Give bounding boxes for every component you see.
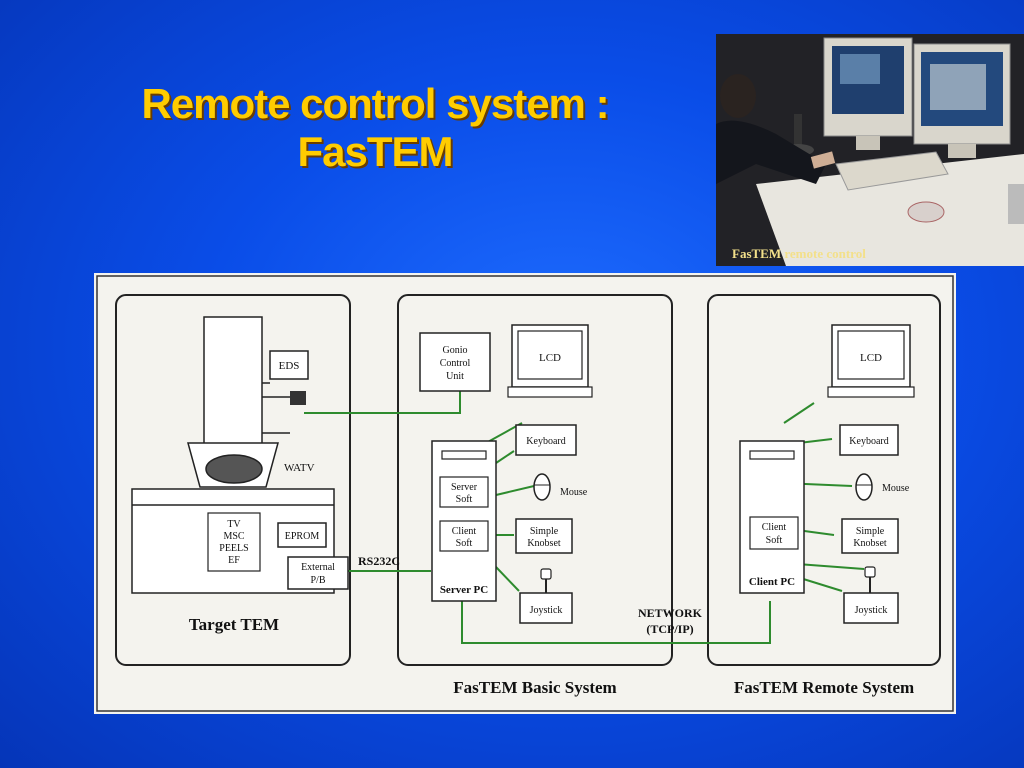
slide-title: Remote control system : FasTEM — [95, 80, 655, 176]
remote-system-title: FasTEM Remote System — [734, 678, 914, 697]
pb-label: P/B — [310, 575, 325, 586]
basic-lcd-icon — [507, 324, 593, 398]
remote-client-soft-line2: Soft — [766, 535, 783, 546]
server-soft-line2: Soft — [456, 494, 473, 505]
remote-system-panel — [707, 294, 941, 666]
photo-caption: FasTEM remote control — [732, 246, 866, 261]
remote-keyboard-label: Keyboard — [849, 436, 888, 447]
external-label: External — [301, 562, 335, 573]
remote-joystick-icon — [843, 566, 899, 624]
eds-label: EDS — [279, 360, 300, 372]
client-pc-label: Client PC — [749, 576, 795, 588]
control-panel-box — [207, 512, 261, 572]
fastem-photo: FasTEM remote control — [716, 34, 1024, 266]
basic-mouse-label: Mouse — [560, 487, 588, 498]
server-soft-box — [439, 476, 489, 508]
panel-line-peels: PEELS — [219, 543, 248, 554]
remote-joystick-label: Joystick — [855, 605, 888, 616]
basic-client-soft-line2: Soft — [456, 538, 473, 549]
server-soft-line1: Server — [451, 482, 478, 493]
basic-system-title: FasTEM Basic System — [453, 678, 616, 697]
gonio-box — [419, 332, 491, 392]
server-pc-label: Server PC — [440, 584, 488, 596]
remote-mouse-label: Mouse — [882, 483, 910, 494]
tem-column — [187, 316, 306, 488]
eprom-box — [277, 522, 327, 548]
remote-client-soft-box — [749, 516, 799, 550]
panel-line-tv: TV — [227, 519, 241, 530]
gonio-line3: Unit — [446, 371, 464, 382]
basic-mouse-icon — [533, 473, 551, 501]
remote-lcd-label: LCD — [860, 352, 882, 364]
basic-keyboard-box — [515, 424, 577, 456]
panel-line-msc: MSC — [223, 531, 244, 542]
diagram-frame — [96, 275, 954, 712]
remote-client-soft-line1: Client — [762, 522, 787, 533]
basic-lcd-label: LCD — [539, 352, 561, 364]
basic-knobset-line2: Knobset — [527, 538, 561, 549]
gonio-line1: Gonio — [443, 345, 468, 356]
target-tem-panel — [115, 294, 351, 666]
connection-lines — [304, 391, 865, 644]
slide-title-line2: FasTEM — [297, 128, 453, 175]
network-label: NETWORK — [638, 606, 703, 620]
gonio-line2: Control — [440, 358, 471, 369]
basic-knobset-line1: Simple — [530, 526, 559, 537]
basic-keyboard-label: Keyboard — [526, 436, 565, 447]
eprom-label: EPROM — [285, 531, 320, 542]
basic-joystick-icon — [519, 568, 573, 624]
eds-box — [269, 350, 309, 380]
remote-knobset-line1: Simple — [856, 526, 885, 537]
external-pb-box — [287, 556, 349, 590]
tcpip-label: (TCP/IP) — [646, 622, 693, 636]
remote-keyboard-box — [839, 424, 899, 456]
watv-label: WATV — [284, 462, 315, 474]
remote-knobset-line2: Knobset — [853, 538, 887, 549]
remote-knobset-box — [841, 518, 899, 554]
rs232c-label: RS232C — [358, 554, 400, 568]
slide-title-line1: Remote control system : — [141, 80, 609, 127]
remote-mouse-icon — [855, 473, 873, 501]
basic-joystick-label: Joystick — [530, 605, 563, 616]
basic-client-soft-box — [439, 520, 489, 552]
panel-line-ef: EF — [228, 555, 240, 566]
system-diagram: EDS WATV TV MSC PEELS EF EPROM External … — [94, 273, 956, 714]
basic-knobset-box — [515, 518, 573, 554]
basic-client-soft-line1: Client — [452, 526, 477, 537]
target-tem-title: Target TEM — [189, 615, 279, 634]
remote-lcd-icon — [827, 324, 915, 398]
basic-system-panel — [397, 294, 673, 666]
